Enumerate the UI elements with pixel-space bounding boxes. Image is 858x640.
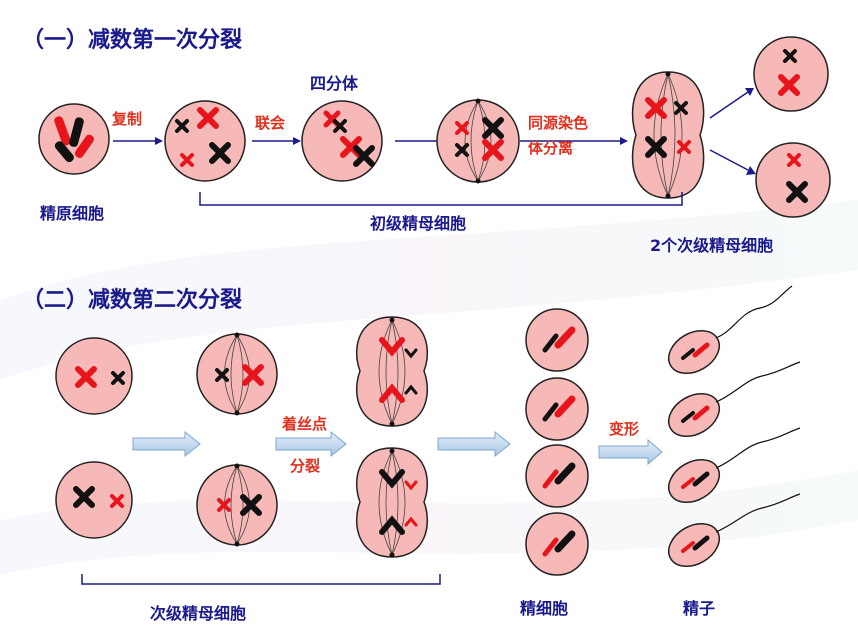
section1-title: （一）减数第一次分裂 [22,28,243,53]
cell-s2-col3-top [356,316,428,427]
label-transform: 变形 [609,420,640,438]
label-spermatid: 精细胞 [520,599,569,618]
spermatid-1 [525,308,589,372]
label-tetrad: 四分体 [310,74,359,93]
cell-spermatogonium [38,103,110,175]
label-homolog-separation-1: 同源染色 [528,114,589,132]
label-primary-spermatocyte: 初级精母细胞 [370,214,467,233]
arrow-homolog-separation [520,137,628,145]
cell-s2-col1-bottom [55,461,133,539]
sperm-3 [668,427,801,504]
cell-s2-col2-bottom [196,463,278,547]
block-arrow-1 [132,430,201,458]
cell-metaphase-i [436,98,520,184]
sperm-1 [668,285,793,375]
cell-secondary-top [753,36,829,112]
label-sperm: 精子 [683,599,716,618]
arrow-synapsis [252,137,301,145]
sperm-2 [668,361,801,438]
label-replicate: 复制 [112,110,143,128]
label-secondary-spermatocyte: 次级精母细胞 [150,604,247,623]
cell-anaphase-i [631,71,705,199]
cell-secondary-bottom [755,142,831,218]
cell-replicated [164,100,246,182]
label-spermatogonium: 精原细胞 [40,204,105,223]
cell-s2-col2-top [196,332,278,416]
label-two-secondary-spermatocytes: 2个次级精母细胞 [650,236,774,255]
cell-s2-col3-bottom [356,447,428,558]
block-arrow-3 [437,430,511,458]
section2-title: （二）减数第二次分裂 [22,288,243,313]
spermatid-4 [525,512,589,576]
label-centromere-2: 分裂 [290,457,321,475]
bracket-primary [199,192,683,206]
sperm-4 [668,493,801,568]
background-decoration [0,200,858,575]
arrow-replicate [113,137,163,145]
label-synapsis: 联会 [255,114,286,132]
cell-s2-col1-top [55,337,133,415]
label-homolog-separation-2: 体分离 [528,139,574,157]
spermatid-3 [525,444,589,508]
bracket-secondary [81,574,441,585]
block-arrow-4 [598,438,663,466]
arrow-split-down [709,149,756,175]
spermatid-2 [525,377,589,441]
cell-tetrad [301,100,383,182]
block-arrow-2 [275,430,347,458]
arrow-split-up [709,88,754,119]
label-centromere-1: 着丝点 [282,415,328,433]
